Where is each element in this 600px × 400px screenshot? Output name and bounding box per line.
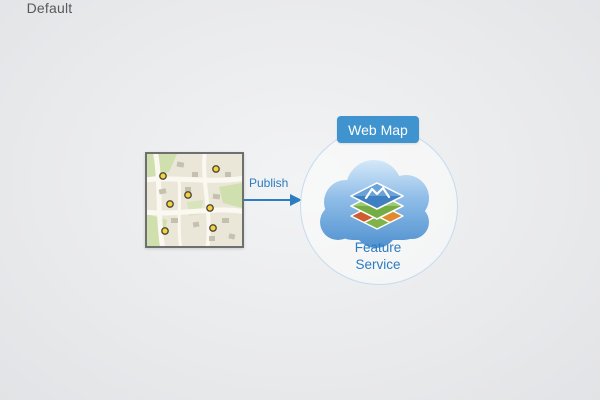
map-roads bbox=[147, 154, 242, 246]
publish-label: Publish bbox=[249, 176, 289, 190]
street-map-icon bbox=[147, 154, 242, 246]
layer-blue bbox=[350, 182, 404, 210]
default-map-label: Default bbox=[26, 0, 73, 16]
cloud-icon bbox=[308, 150, 446, 252]
web-map-badge: Web Map bbox=[337, 116, 419, 143]
map-thumbnail bbox=[145, 152, 244, 248]
map-green-areas bbox=[147, 154, 242, 246]
feature-service-label: Feature Service bbox=[354, 240, 402, 272]
feature-layers-icon bbox=[350, 182, 404, 230]
publish-arrow-icon bbox=[244, 192, 302, 208]
map-point-features bbox=[159, 165, 220, 235]
